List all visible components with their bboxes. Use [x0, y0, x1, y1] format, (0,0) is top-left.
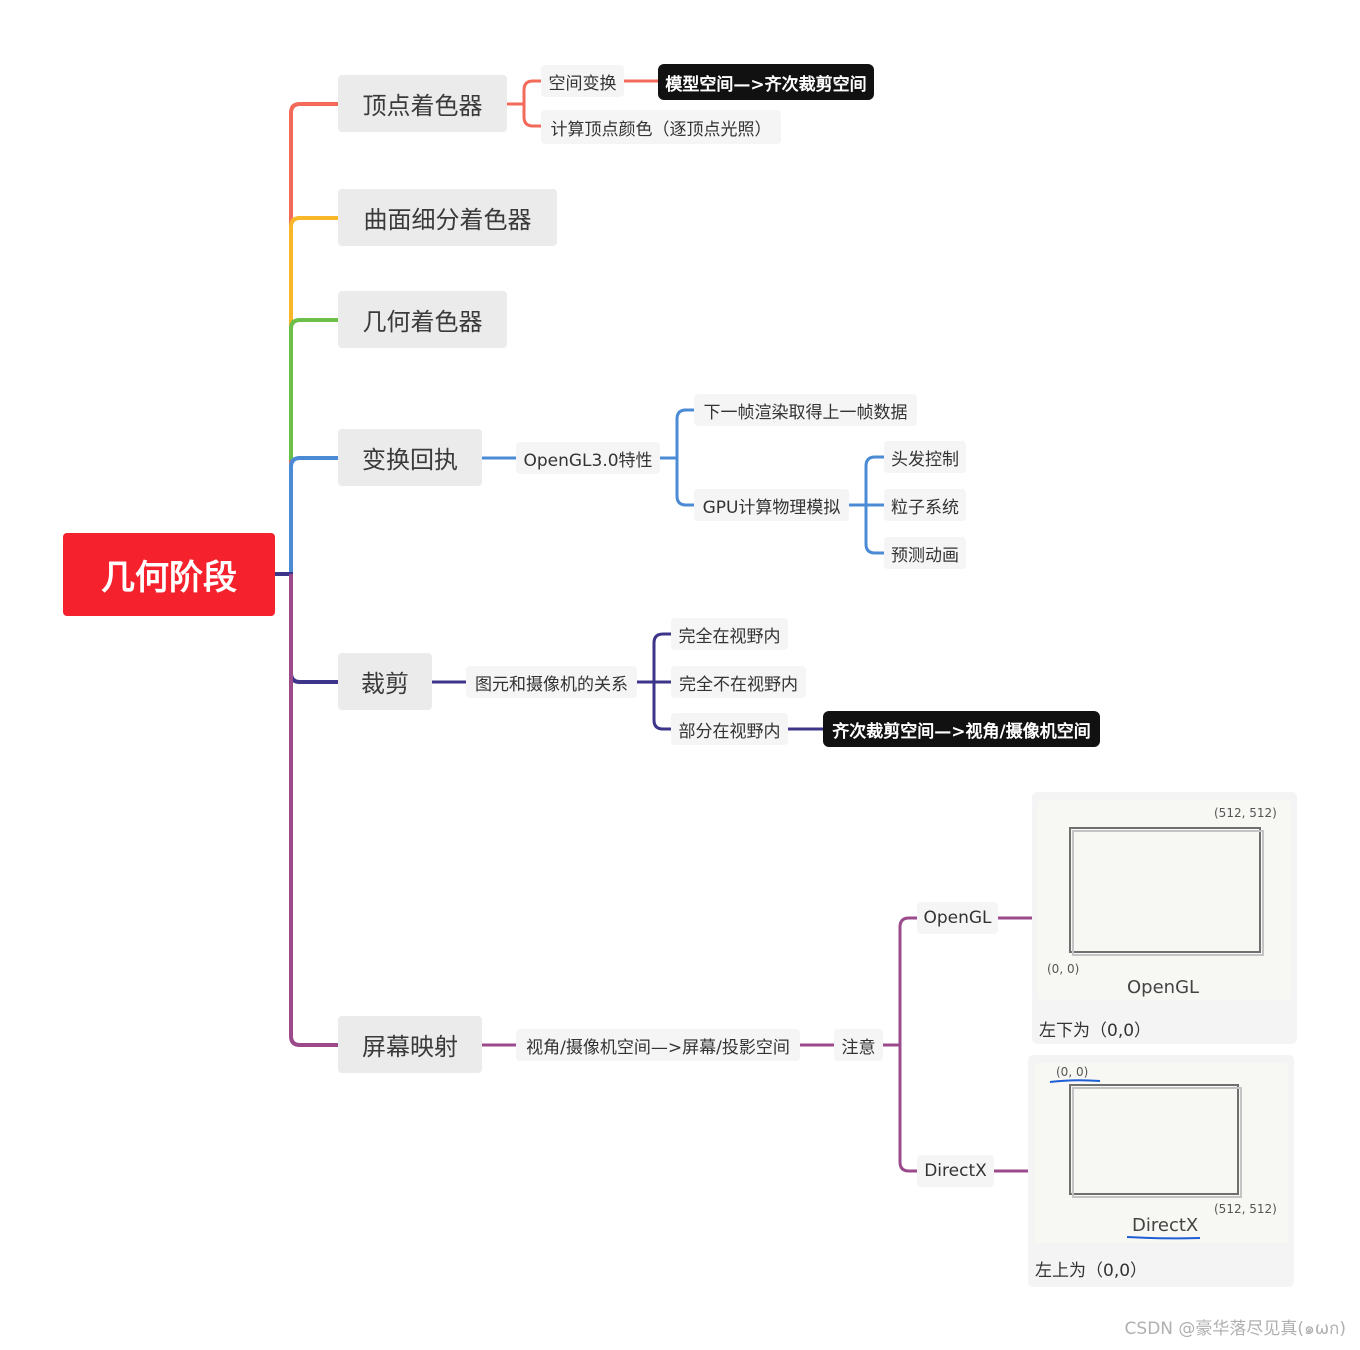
- node-label: 视角/摄像机空间—>屏幕/投影空间: [526, 1037, 790, 1058]
- node-screen-mapping[interactable]: 屏幕映射: [338, 1016, 482, 1073]
- node-opengl30-feature[interactable]: OpenGL3.0特性: [516, 442, 660, 474]
- node-vertex-color[interactable]: 计算顶点颜色（逐顶点光照）: [541, 110, 781, 144]
- node-clipping[interactable]: 裁剪: [338, 653, 432, 710]
- node-label: 齐次裁剪空间—>视角/摄像机空间: [832, 721, 1091, 742]
- node-label: 头发控制: [891, 449, 959, 470]
- link-clip-items: [637, 632, 671, 731]
- node-label: GPU计算物理模拟: [702, 497, 841, 518]
- link-gpu-items: [849, 455, 884, 555]
- node-hair-control[interactable]: 头发控制: [884, 441, 966, 473]
- node-label: 注意: [841, 1037, 876, 1058]
- link-vertex: [507, 79, 541, 128]
- directx-frame-drawing: [1049, 1079, 1242, 1240]
- directx-caption: 左上为（0,0）: [1035, 1261, 1148, 1281]
- node-label: 曲面细分着色器: [363, 206, 532, 234]
- node-label: DirectX: [924, 1161, 987, 1181]
- node-primitive-camera-relation[interactable]: 图元和摄像机的关系: [466, 666, 637, 698]
- link-note-items: [883, 916, 917, 1173]
- link-root-tess: [289, 216, 338, 330]
- node-label: 粒子系统: [891, 497, 959, 518]
- node-model-to-clip-space[interactable]: 模型空间—>齐次裁剪空间: [658, 64, 874, 100]
- node-space-transform[interactable]: 空间变换: [541, 65, 624, 97]
- link-root-screen: [289, 574, 338, 1047]
- node-label: 预测动画: [891, 545, 959, 566]
- link-root-vertex: [275, 102, 338, 576]
- node-label: 裁剪: [361, 670, 409, 698]
- link-root-feedback: [289, 456, 338, 574]
- node-next-frame-data[interactable]: 下一帧渲染取得上一帧数据: [694, 394, 917, 426]
- opengl-bottom-left-coord: (0, 0): [1047, 962, 1080, 976]
- node-label: 模型空间—>齐次裁剪空间: [665, 74, 867, 95]
- node-label: 完全在视野内: [678, 626, 781, 647]
- root-node[interactable]: 几何阶段: [63, 533, 275, 616]
- directx-bottom-right-coord: (512, 512): [1214, 1202, 1277, 1216]
- node-predict-animation[interactable]: 预测动画: [884, 537, 966, 569]
- node-label: 计算顶点颜色（逐顶点光照）: [550, 119, 772, 140]
- node-label: 部分在视野内: [678, 721, 781, 742]
- node-label: 图元和摄像机的关系: [475, 674, 628, 695]
- node-geometry-shader[interactable]: 几何着色器: [338, 291, 507, 348]
- node-directx[interactable]: DirectX: [917, 1155, 994, 1187]
- link-root-clip: [275, 572, 338, 684]
- node-label: 空间变换: [548, 73, 617, 94]
- node-label: 完全不在视野内: [679, 674, 798, 695]
- node-label: 下一帧渲染取得上一帧数据: [703, 402, 908, 423]
- root-label: 几何阶段: [101, 558, 237, 598]
- opengl-frame-drawing: [1069, 827, 1264, 956]
- node-opengl[interactable]: OpenGL: [917, 902, 998, 934]
- node-fully-inside[interactable]: 完全在视野内: [671, 618, 788, 650]
- node-particle-system[interactable]: 粒子系统: [884, 489, 966, 521]
- node-gpu-physics[interactable]: GPU计算物理模拟: [694, 489, 849, 521]
- node-vertex-shader[interactable]: 顶点着色器: [338, 75, 507, 132]
- node-transform-feedback[interactable]: 变换回执: [338, 429, 482, 486]
- link-root-geom: [289, 318, 338, 460]
- node-label: 几何着色器: [362, 308, 483, 336]
- node-tessellation-shader[interactable]: 曲面细分着色器: [338, 189, 557, 246]
- csdn-watermark: CSDN @豪华落尽见真(๑ωก): [1124, 1319, 1346, 1339]
- node-partially-inside[interactable]: 部分在视野内: [671, 713, 788, 745]
- opengl-caption: 左下为（0,0）: [1039, 1021, 1152, 1041]
- node-label: 顶点着色器: [362, 92, 483, 120]
- opengl-top-right-coord: (512, 512): [1214, 806, 1277, 820]
- directx-image-title: DirectX: [1132, 1215, 1199, 1236]
- link-feedback-items: [660, 408, 694, 507]
- node-note[interactable]: 注意: [834, 1029, 883, 1061]
- node-label: OpenGL3.0特性: [523, 450, 653, 471]
- directx-top-left-coord: (0, 0): [1056, 1065, 1089, 1079]
- node-label: 屏幕映射: [362, 1033, 458, 1061]
- opengl-coordinate-image: (512, 512) (0, 0) OpenGL: [1038, 800, 1290, 1000]
- opengl-image-title: OpenGL: [1127, 977, 1200, 998]
- node-fully-outside[interactable]: 完全不在视野内: [671, 666, 806, 698]
- node-label: OpenGL: [923, 908, 992, 928]
- node-clip-to-camera-space[interactable]: 齐次裁剪空间—>视角/摄像机空间: [823, 711, 1100, 747]
- node-camera-to-screen-space[interactable]: 视角/摄像机空间—>屏幕/投影空间: [516, 1029, 800, 1061]
- node-label: 变换回执: [362, 446, 458, 474]
- directx-image-panel: (0, 0) (512, 512) DirectX 左上为（0,0）: [1028, 1055, 1294, 1287]
- directx-origin-underline: [1049, 1079, 1101, 1083]
- directx-coordinate-image: (0, 0) (512, 512) DirectX: [1034, 1063, 1288, 1243]
- directx-title-underline: [1126, 1236, 1201, 1240]
- opengl-image-panel: (512, 512) (0, 0) OpenGL 左下为（0,0）: [1032, 792, 1297, 1044]
